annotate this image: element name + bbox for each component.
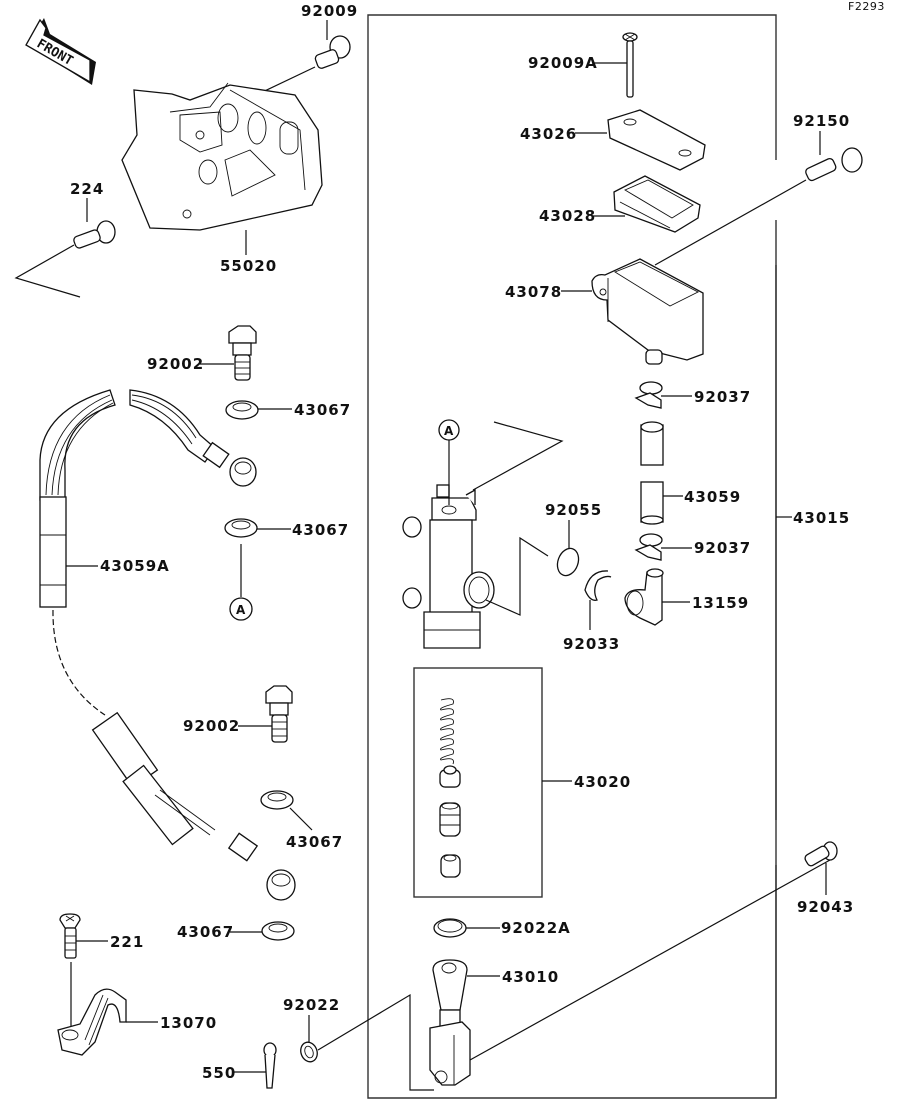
part-92033-circlip-icon [584, 570, 612, 601]
part-92002-banjo-bolt-top-icon [228, 325, 257, 381]
part-label-92009[interactable]: 92009 [301, 2, 358, 20]
part-92043-pin-icon [804, 841, 838, 867]
part-label-92033[interactable]: 92033 [563, 635, 620, 653]
part-label-92037-bottom[interactable]: 92037 [694, 539, 751, 557]
part-label-43020[interactable]: 43020 [574, 773, 631, 791]
part-92037-clamp-bottom-icon [634, 533, 663, 561]
callout-a-left[interactable]: A [236, 603, 246, 617]
part-label-43010[interactable]: 43010 [502, 968, 559, 986]
part-label-13159[interactable]: 13159 [692, 594, 749, 612]
part-label-92022A[interactable]: 92022A [501, 919, 571, 937]
part-label-43015[interactable]: 43015 [793, 509, 850, 527]
part-92022-washer-icon [300, 1041, 318, 1063]
part-43067-washer-1-icon [225, 400, 259, 420]
part-label-55020[interactable]: 55020 [220, 257, 277, 275]
part-43059-hose-icon [640, 421, 664, 525]
part-43059A-brake-hose-icon [39, 389, 296, 901]
part-43067-washer-4-icon [261, 921, 295, 941]
part-label-92009A[interactable]: 92009A [528, 54, 598, 72]
part-label-43059[interactable]: 43059 [684, 488, 741, 506]
master-cylinder-body-icon [402, 421, 564, 649]
callout-a-circle-left [229, 597, 253, 621]
part-43020-piston-kit-icon [439, 698, 461, 878]
piston-kit-frame [413, 667, 543, 898]
reference-code: F2293 [848, 0, 885, 13]
part-label-43067-1[interactable]: 43067 [294, 401, 351, 419]
part-92009A-screw-icon [622, 32, 638, 98]
part-label-92055[interactable]: 92055 [545, 501, 602, 519]
part-43026-cap-icon [607, 109, 706, 171]
front-arrow-icon: FRONT [25, 18, 96, 85]
part-92009-bolt-icon [249, 35, 351, 99]
part-92055-oring-icon [556, 547, 580, 577]
part-label-92002-top[interactable]: 92002 [147, 355, 204, 373]
part-43078-reservoir-icon [591, 258, 704, 365]
part-92022A-circlip-icon [433, 918, 467, 938]
part-label-43067-3[interactable]: 43067 [286, 833, 343, 851]
part-43067-washer-3-icon [260, 790, 294, 810]
part-224-bolt-icon [14, 220, 116, 298]
part-13159-fitting-icon [624, 568, 664, 626]
part-label-13070[interactable]: 13070 [160, 1014, 217, 1032]
part-92037-clamp-icon [634, 381, 663, 409]
part-92150-bolt-icon [654, 147, 863, 266]
part-label-224[interactable]: 224 [70, 180, 104, 198]
part-13070-hose-clamp-icon [57, 988, 127, 1056]
assembly-frame [367, 14, 777, 1099]
callout-a-center[interactable]: A [444, 424, 454, 438]
part-label-43059A[interactable]: 43059A [100, 557, 170, 575]
part-43028-diaphragm-icon [613, 175, 701, 233]
part-55020-guard-icon [121, 82, 323, 231]
part-label-221[interactable]: 221 [110, 933, 144, 951]
part-221-screw-icon [59, 913, 81, 1030]
part-label-92002-bottom[interactable]: 92002 [183, 717, 240, 735]
part-label-92037-top[interactable]: 92037 [694, 388, 751, 406]
part-43010-pushrod-icon [317, 859, 831, 1091]
part-label-43067-2[interactable]: 43067 [292, 521, 349, 539]
part-label-43067-4[interactable]: 43067 [177, 923, 234, 941]
part-label-43026[interactable]: 43026 [520, 125, 577, 143]
part-43067-washer-2-icon [224, 518, 258, 538]
part-label-92022[interactable]: 92022 [283, 996, 340, 1014]
part-label-43028[interactable]: 43028 [539, 207, 596, 225]
part-550-cotter-pin-icon [263, 1042, 277, 1089]
part-label-550[interactable]: 550 [202, 1064, 236, 1082]
part-92002-banjo-bolt-bottom-icon [265, 685, 293, 743]
part-label-43078[interactable]: 43078 [505, 283, 562, 301]
part-label-92043[interactable]: 92043 [797, 898, 854, 916]
part-label-92150[interactable]: 92150 [793, 112, 850, 130]
